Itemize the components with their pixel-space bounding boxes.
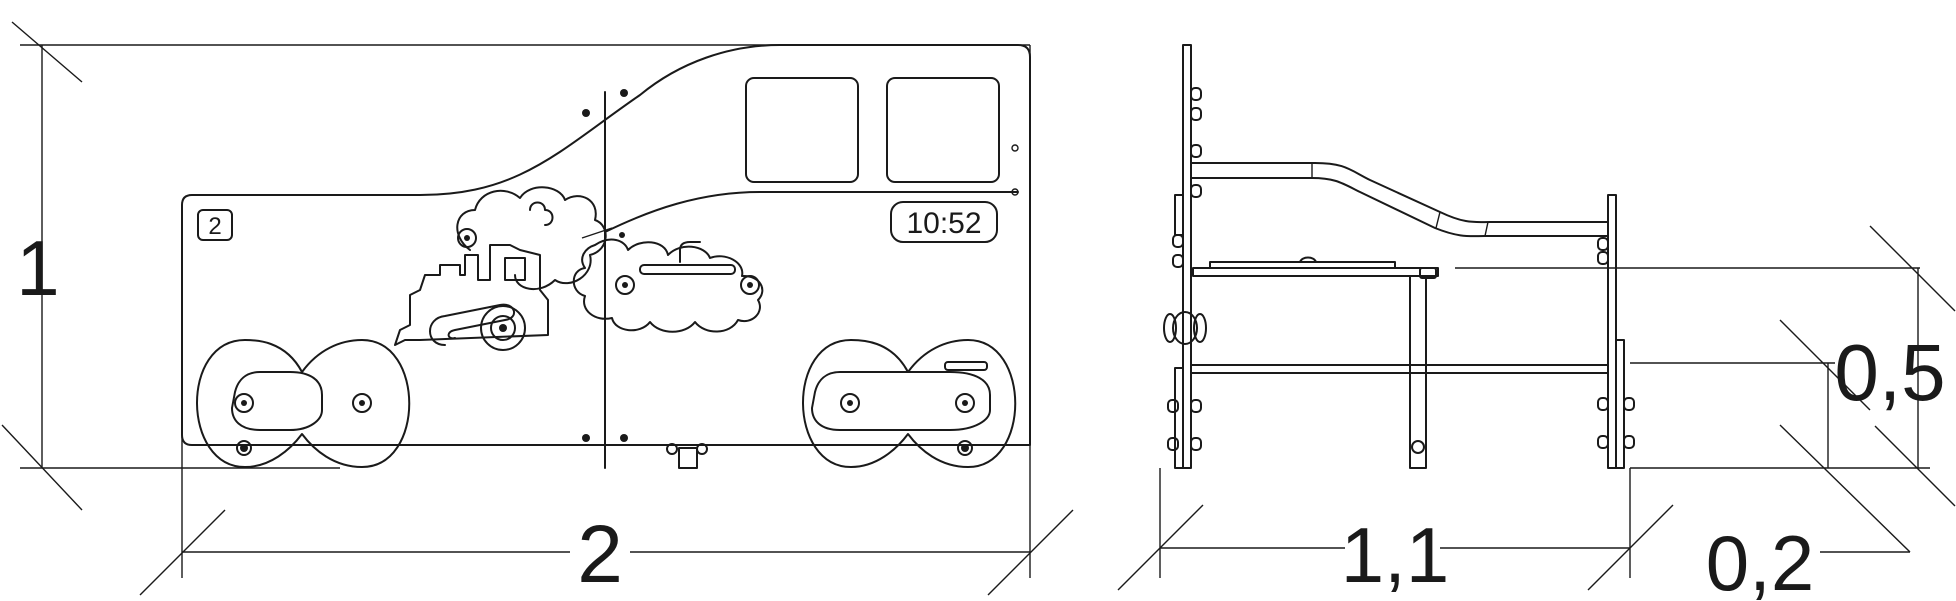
cabin-window-right: [886, 77, 1000, 183]
bolt: [582, 434, 590, 442]
clock-badge: 10:52: [890, 201, 998, 243]
panel-number-badge: 2: [197, 209, 233, 241]
dimension-height-value: 1: [16, 224, 59, 312]
post-bolts-left: [1163, 87, 1207, 451]
right-post: [1607, 194, 1617, 469]
side-view: 1,1 0,5 0,2: [1117, 44, 1956, 601]
post-bolts-right: [1597, 237, 1635, 449]
ground-anchor: [666, 443, 708, 469]
dimension-depth-value: 1,1: [1341, 511, 1449, 599]
dimension-height: 1: [1, 21, 1030, 511]
wheel-pair-left: [196, 339, 411, 468]
locomotive-graphic: [394, 244, 549, 351]
clock-time: 10:52: [906, 207, 981, 240]
dimension-length: 2: [139, 45, 1074, 600]
front-view: 2 10:52: [1, 21, 1074, 600]
bolt: [1011, 144, 1019, 152]
dimension-offset-value: 0,2: [1706, 519, 1814, 601]
panel-number: 2: [208, 213, 221, 240]
dimension-offset: 0,2: [1706, 319, 1911, 601]
dimension-length-value: 2: [577, 509, 623, 600]
bolt: [582, 109, 590, 117]
bolt: [620, 89, 628, 97]
left-post: [1182, 44, 1192, 469]
dimension-seat-height-value: 0,5: [1834, 328, 1945, 417]
roof-rail: [1190, 162, 1609, 224]
cabin-roof-line: [604, 191, 1019, 233]
steam-cloud-graphic: [456, 186, 764, 333]
dimension-depth: 1,1: [1117, 468, 1674, 599]
wheel-pair-right: [802, 339, 1017, 468]
lower-rail: [1190, 364, 1609, 374]
seat: [1192, 256, 1439, 279]
cabin-window-left: [745, 77, 859, 183]
dimension-seat-height: 0,5: [1455, 225, 1956, 507]
bolt: [1011, 188, 1019, 196]
bolt: [620, 434, 628, 442]
